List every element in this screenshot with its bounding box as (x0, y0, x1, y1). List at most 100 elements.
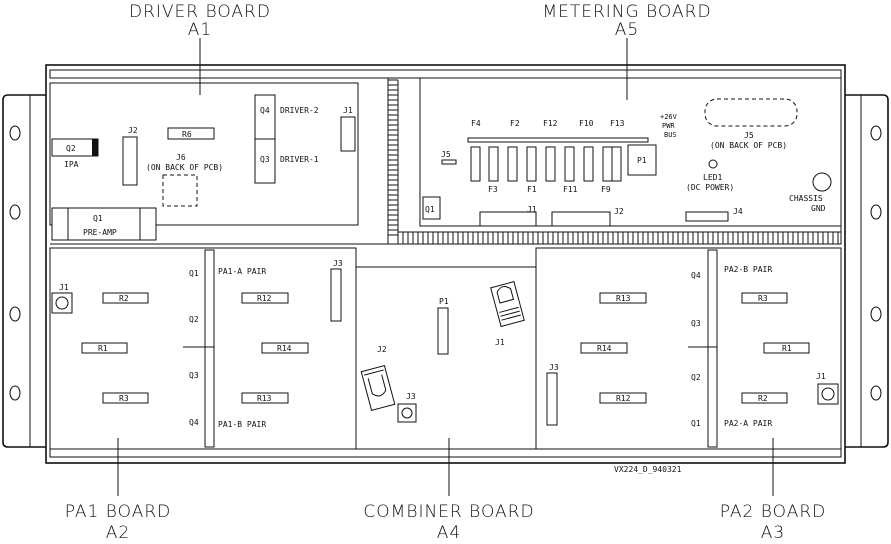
pa1-q2-label: Q2 (189, 315, 199, 324)
driver-q4-label: Q4 (260, 106, 270, 115)
metering-j2-label: J2 (614, 207, 624, 216)
pa2-b-pair-label: PA2-B PAIR (724, 265, 772, 274)
pa1-j1-connector (51, 292, 73, 314)
pa2-q4-label: Q4 (691, 271, 701, 280)
callout-leaders (117, 38, 774, 496)
fuse-f9-label: F9 (601, 185, 611, 194)
pa2-r3 (741, 292, 788, 304)
pa1-b-pair-label: PA1-B PAIR (218, 420, 266, 429)
right-rack-ear (845, 94, 889, 448)
fuse-row (470, 146, 622, 182)
pa1-r13-label: R13 (257, 394, 272, 403)
pa1-board: J1 R2 R1 R3 Q1 Q2 Q3 Q4 PA1-A PAIR PA1-B… (49, 247, 357, 450)
preamp-q1-label: Q1 (93, 214, 103, 223)
pa2-j3-label: J3 (549, 363, 559, 372)
driver-j6-hidden-connector (162, 174, 198, 207)
pa1-transistor-rail (204, 249, 215, 448)
pa2-r14-label: R14 (597, 344, 612, 353)
pa1-r3 (102, 392, 149, 404)
metering-j1-label: J1 (527, 205, 537, 214)
pa2-r14 (580, 342, 628, 354)
pa1-a-pair-label: PA1-A PAIR (218, 267, 266, 276)
pa2-j1-connector (817, 383, 839, 405)
pa2-r12-label: R12 (616, 394, 631, 403)
combiner-j1-coax-connector (490, 281, 525, 328)
metering-j5-label: J5 (744, 131, 754, 140)
metering-j2-connector (551, 211, 611, 227)
driver-j2-label: J2 (128, 126, 138, 135)
metering-q1-label: Q1 (425, 205, 435, 214)
pa1-j1-label: J1 (59, 283, 69, 292)
pa2-r1-label: R1 (782, 344, 792, 353)
pa2-board-ref: A3 (761, 523, 785, 543)
pa1-q1-label: Q1 (189, 269, 199, 278)
metering-j4-label: J4 (733, 207, 743, 216)
pa1-board-ref: A2 (106, 523, 130, 543)
pa1-j3-connector (330, 268, 342, 322)
driver2-label: DRIVER-2 (280, 106, 319, 115)
pa2-q2-label: Q2 (691, 373, 701, 382)
driver-r6-label: R6 (182, 130, 192, 139)
metering-j5-small-label: J5 (441, 150, 451, 159)
combiner-j1-label: J1 (495, 338, 505, 347)
pa2-r2 (741, 392, 788, 404)
driver-j6-note: (ON BACK OF PCB) (146, 163, 223, 172)
bus-label-1: +26V (660, 113, 678, 121)
chassis-label: CHASSIS (789, 194, 823, 203)
chassis-ground-post (812, 172, 832, 192)
bus-label-3: BUS (664, 131, 677, 139)
metering-j5-small (441, 159, 457, 165)
mounting-hole (870, 385, 882, 401)
led1-indicator (708, 159, 718, 169)
fuse-bus-bar (467, 137, 649, 143)
dc-power-label: (DC POWER) (686, 183, 734, 192)
metering-j1-connector (479, 211, 537, 227)
driver-ipa-label: IPA (64, 160, 79, 169)
pa1-r14-label: R14 (277, 344, 292, 353)
pa2-r13 (599, 292, 647, 304)
driver-j6-label: J6 (176, 153, 186, 162)
driver-q3-label: Q3 (260, 155, 270, 164)
pa1-r1 (81, 342, 128, 354)
metering-board-ref: A5 (615, 20, 639, 40)
pa2-r12 (599, 392, 647, 404)
driver-j1-connector (340, 116, 356, 152)
fuse-f10-label: F10 (579, 119, 594, 128)
fuse-f12-label: F12 (543, 119, 558, 128)
metering-j4-connector (685, 211, 729, 222)
mounting-hole (9, 204, 21, 220)
pa2-transistor-rail (707, 249, 718, 448)
preamp-module (51, 207, 157, 241)
pa2-r2-label: R2 (758, 394, 768, 403)
metering-j5-note: (ON BACK OF PCB) (710, 141, 787, 150)
pa1-j3-label: J3 (333, 259, 343, 268)
pa2-board-title: PA2 BOARD (720, 502, 826, 522)
combiner-p1-connector (437, 307, 449, 355)
combiner-j3-label: J3 (406, 392, 416, 401)
led1-label: LED1 (703, 173, 722, 182)
left-rack-ear (2, 94, 46, 448)
driver-board: Q2 IPA J2 R6 J6 (ON BACK OF PCB) Q4 Q3 D… (49, 82, 359, 241)
pa2-r13-label: R13 (616, 294, 631, 303)
gnd-label: GND (811, 204, 826, 213)
bus-label-2: PWR (662, 122, 675, 130)
pa1-r14 (261, 342, 309, 354)
driver-j2-connector (122, 136, 138, 186)
metering-q1 (422, 196, 441, 220)
pa1-q3-label: Q3 (189, 371, 199, 380)
mounting-hole (9, 306, 21, 322)
driver-board-ref: A1 (188, 20, 212, 40)
pa2-q1-label: Q1 (691, 419, 701, 428)
pa2-q3-label: Q3 (691, 319, 701, 328)
combiner-board: P1 J1 J2 J3 (355, 266, 537, 450)
fuse-f1-label: F1 (527, 185, 537, 194)
combiner-j2-label: J2 (377, 345, 387, 354)
fuse-f4-label: F4 (471, 119, 481, 128)
metering-j5-hidden-connector (704, 98, 798, 127)
pa1-r3-label: R3 (119, 394, 129, 403)
driver-j1-label: J1 (343, 106, 353, 115)
mounting-hole (870, 125, 882, 141)
pa1-r2 (102, 292, 149, 304)
fuse-f11-label: F11 (563, 185, 578, 194)
pa2-j3-connector (546, 372, 558, 426)
